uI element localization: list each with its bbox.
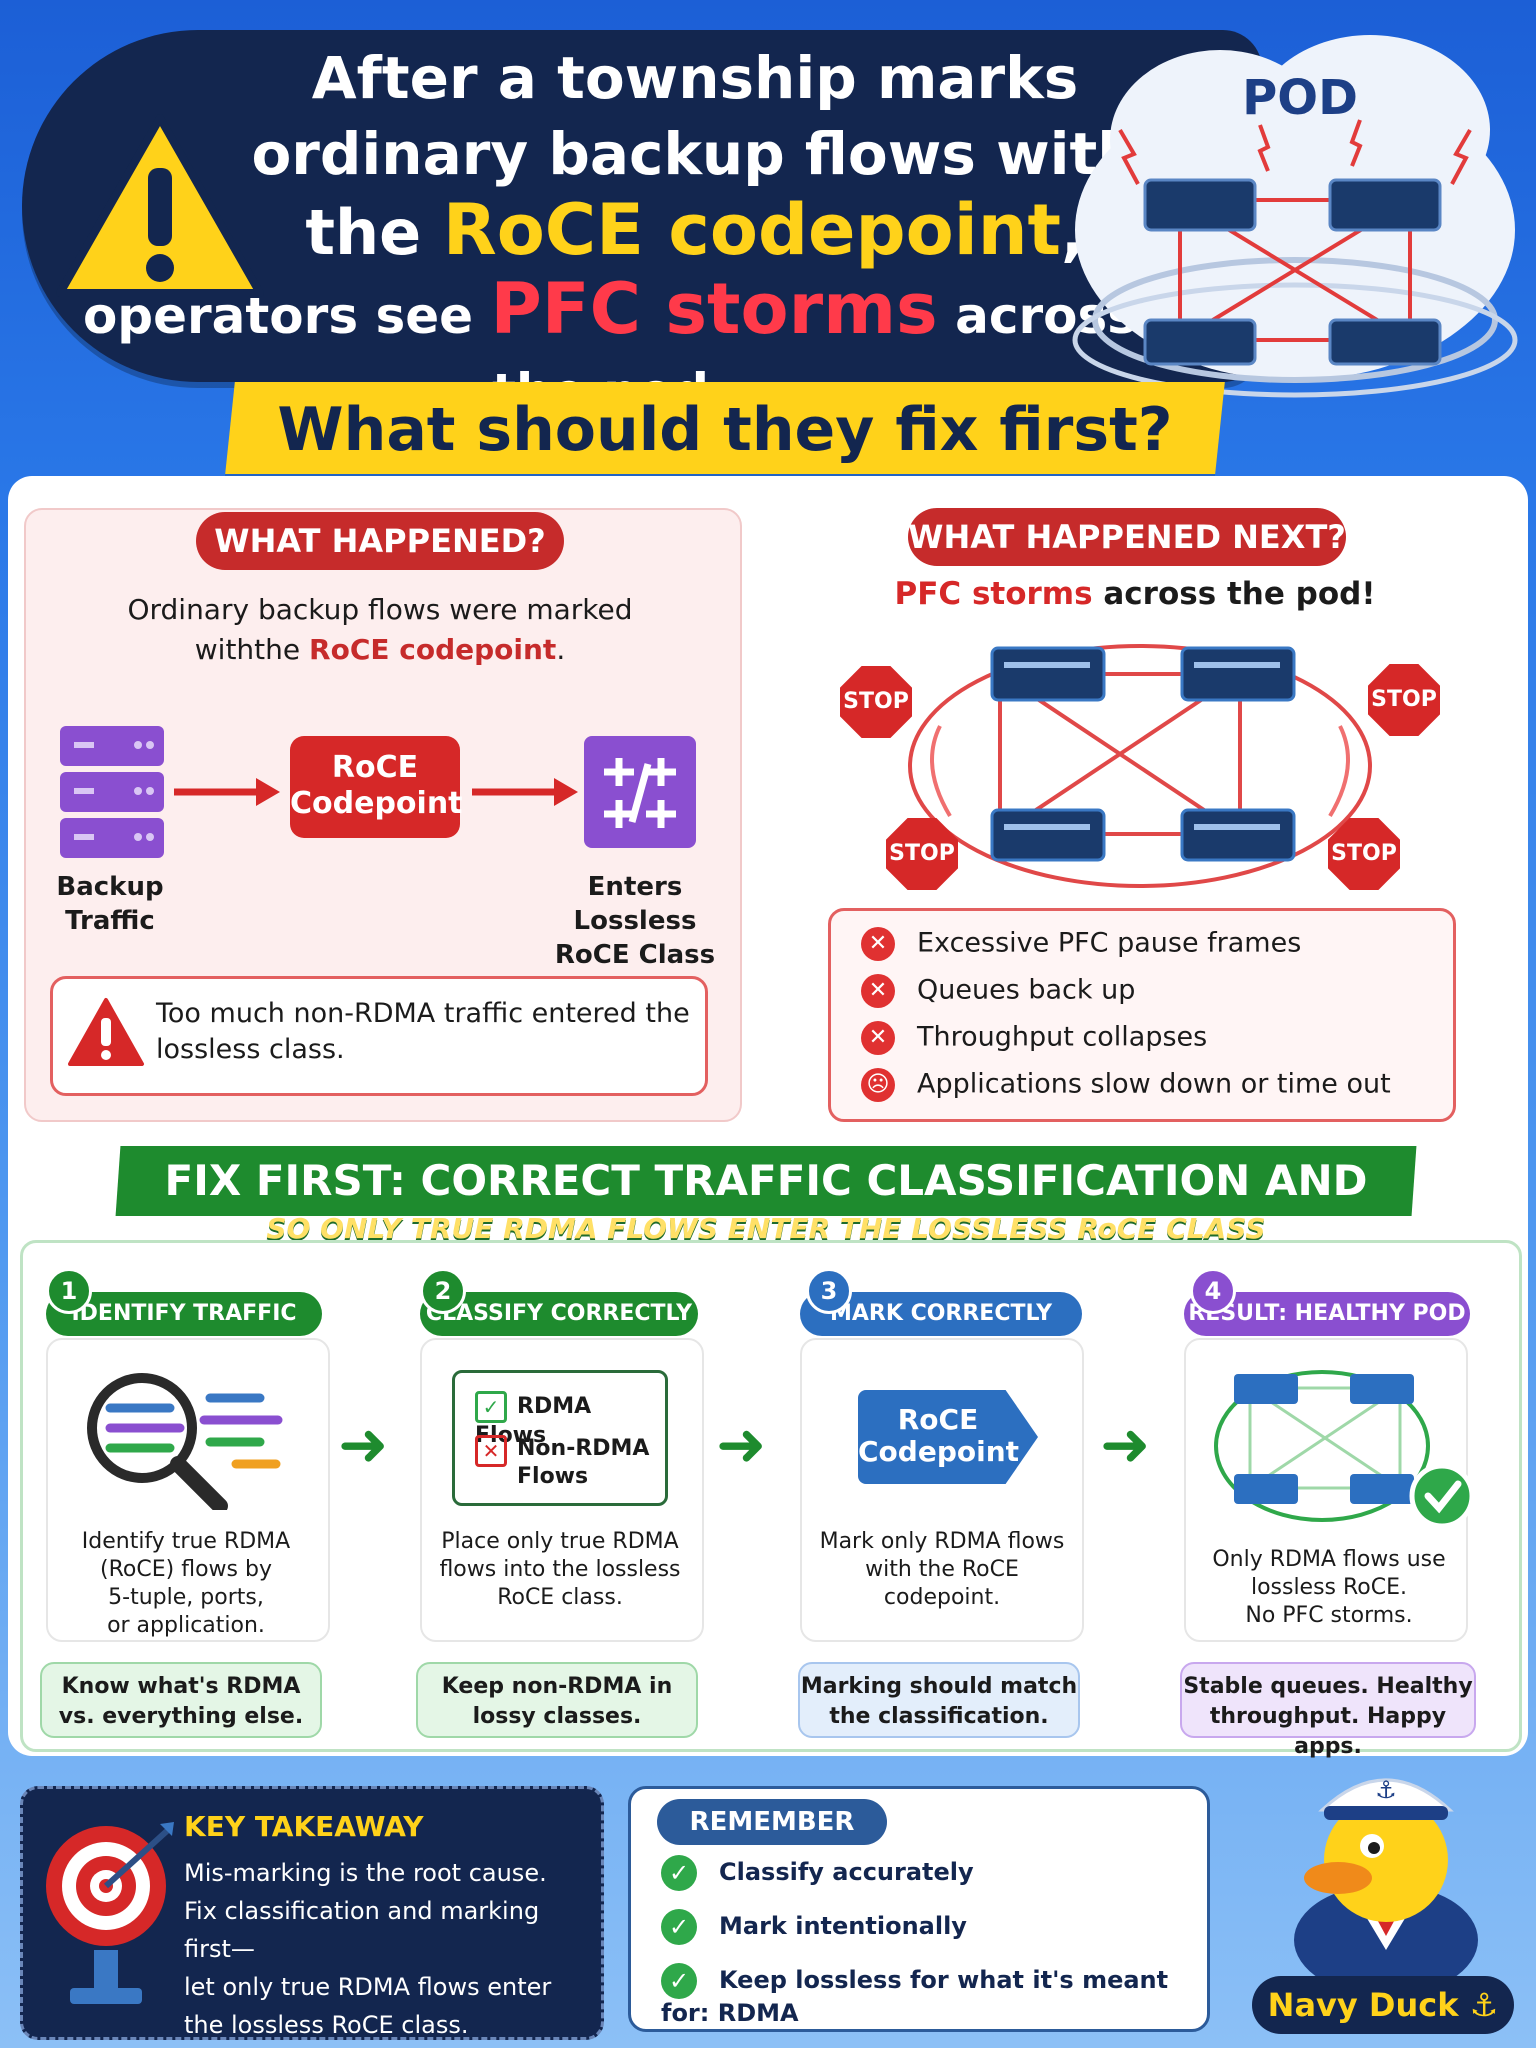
sad-face-icon: ☹	[861, 1068, 895, 1102]
step-number: 2	[420, 1268, 466, 1314]
stop-sign-icon: STOP	[886, 818, 958, 890]
step-number: 4	[1190, 1268, 1236, 1314]
server-icon	[60, 726, 164, 858]
step-card-identify	[46, 1338, 330, 1642]
arrow-right-icon: ➜	[1100, 1410, 1151, 1480]
x-circle-icon: ✕	[861, 927, 895, 961]
step-title-classify: CLASSIFY CORRECTLY	[420, 1292, 698, 1336]
navy-duck-label: Navy Duck ⚓	[1252, 1976, 1514, 2034]
remember-box: REMEMBER ✓Classify accurately ✓Mark inte…	[628, 1786, 1210, 2032]
what-happened-text: Ordinary backup flows were marked withth…	[127, 593, 633, 666]
x-circle-icon: ✕	[861, 1021, 895, 1055]
stop-sign-icon: STOP	[1328, 818, 1400, 890]
takeaway-title: KEY TAKEAWAY	[184, 1810, 424, 1843]
question-text: What should they fix first?	[277, 395, 1173, 465]
pfc-storm-diagram	[908, 644, 1372, 888]
switch-icon	[584, 736, 696, 848]
effect-item: ✕Excessive PFC pause frames	[861, 927, 1301, 961]
roce-codepoint-box: RoCE Codepoint	[290, 736, 463, 838]
arrow-right-icon: ➜	[716, 1410, 767, 1480]
takeaway-text: Mis-marking is the root cause.Fix classi…	[184, 1859, 552, 2039]
headline-line-2: ordinary backup flows with	[251, 120, 1139, 188]
check-circle-icon: ✓	[661, 1963, 697, 1999]
headline-line-4: operators see PFC storms across the pod.	[82, 268, 1138, 421]
effect-item: ✕Throughput collapses	[861, 1021, 1207, 1055]
header-banner	[22, 30, 1262, 382]
stop-sign-icon: STOP	[1368, 664, 1440, 736]
what-happened-next-title: WHAT HAPPENED NEXT?	[908, 508, 1346, 566]
enters-lossless-label: Enters Lossless RoCE Class	[554, 872, 716, 970]
healthy-pod-diagram	[1214, 1370, 1470, 1529]
headline-line-3: the RoCE codepoint,	[305, 189, 1085, 271]
step-number: 1	[46, 1268, 92, 1314]
check-circle-icon: ✓	[661, 1855, 697, 1891]
backup-traffic-label: Backup Traffic	[56, 872, 164, 936]
what-happened-title: WHAT HAPPENED?	[196, 512, 564, 570]
magnifier-icon	[87, 1373, 283, 1510]
remember-item: ✓Mark intentionally	[661, 1909, 967, 1945]
remember-item: ✓Keep lossless for what it's meant for: …	[661, 1963, 1207, 2027]
warning-box	[50, 976, 708, 1096]
check-circle-icon: ✓	[661, 1909, 697, 1945]
warning-icon	[56, 114, 264, 297]
step-title-identify: IDENTIFY TRAFFIC	[46, 1292, 322, 1336]
x-circle-icon: ✕	[861, 974, 895, 1008]
steps-frame	[20, 1240, 1522, 1752]
svg-text:⚓: ⚓	[1375, 1776, 1397, 1804]
target-icon	[46, 1822, 174, 2004]
cloud-icon	[1072, 35, 1518, 398]
fix-title: FIX FIRST: CORRECT TRAFFIC CLASSIFICATIO…	[164, 1156, 1368, 1275]
checkbox-icon: ✓	[475, 1391, 507, 1423]
pfc-highlight: PFC storms	[490, 268, 938, 350]
effect-item: ☹Applications slow down or time out	[861, 1068, 1391, 1102]
arrow-right-icon: ➜	[338, 1410, 389, 1480]
stop-sign-icon: STOP	[840, 666, 912, 738]
pod-label: POD	[1242, 70, 1358, 126]
headline-line-1: After a township marks	[311, 44, 1079, 112]
step-number: 3	[806, 1268, 852, 1314]
effects-box: ✕Excessive PFC pause frames ✕Queues back…	[828, 908, 1456, 1122]
duck-mascot: ⚓	[1294, 1776, 1478, 1990]
headline: After a township marks ordinary backup f…	[40, 40, 1180, 430]
warning-icon	[68, 998, 144, 1066]
arrow-right-icon	[174, 778, 280, 806]
fix-subtitle: SO ONLY TRUE RDMA FLOWS ENTER THE LOSSLE…	[266, 1212, 1266, 1245]
remember-title: REMEMBER	[657, 1799, 887, 1845]
roce-highlight: RoCE codepoint	[442, 189, 1062, 271]
effect-item: ✕Queues back up	[861, 974, 1135, 1008]
arrow-right-icon	[472, 778, 578, 806]
warning-text: Too much non-RDMA traffic entered the lo…	[156, 998, 690, 1065]
remember-item: ✓Classify accurately	[661, 1855, 974, 1891]
step-card-mark	[800, 1338, 1084, 1642]
checkbox-icon: ✕	[475, 1435, 507, 1467]
what-happened-next-subtitle: PFC storms across the pod!	[894, 576, 1376, 612]
